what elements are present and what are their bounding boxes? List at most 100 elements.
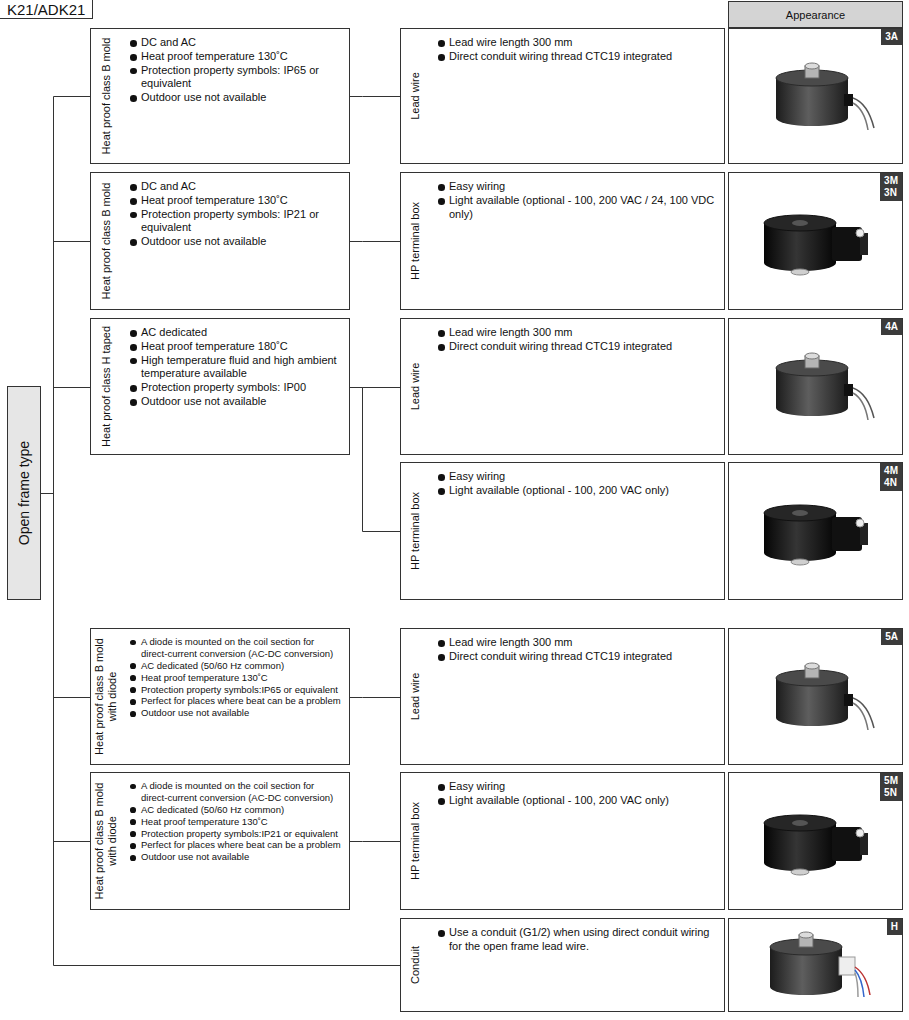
box-heading: Heat proof class B mold	[100, 183, 113, 300]
appearance-panel: 3A	[728, 28, 903, 164]
bullet-dot	[130, 855, 136, 861]
connector	[41, 97, 90, 494]
solenoid-coil-illustration	[764, 215, 868, 275]
bullet-text: Lead wire length 300 mm	[449, 636, 573, 648]
bullet-dot	[130, 784, 136, 790]
wiring-box: Lead wireLead wire length 300 mmDirect c…	[400, 318, 725, 455]
connector	[41, 388, 90, 494]
wiring-box: Lead wire Lead wire length 300 mm Direct c…	[400, 28, 725, 164]
bullet-dot	[438, 330, 445, 337]
appearance-panel: 5M 5N	[728, 772, 903, 910]
bullet-text: Use a conduit (G1/2) when using direct c…	[449, 926, 709, 952]
wiring-box: Lead wireLead wire length 300 mmDirect c…	[400, 628, 725, 765]
coil-type-box: Heat proof class B mold with diodeA diod…	[90, 772, 350, 910]
bullet-dot	[130, 385, 137, 392]
column-title: Appearance	[786, 9, 845, 21]
bullet-text: Outdoor use not available	[141, 235, 266, 247]
solenoid-coil-illustration	[764, 815, 868, 875]
bullet-text: Lead wire length 300 mm	[449, 36, 573, 48]
bullet-text: AC dedicated (50/60 Hz common)	[141, 660, 284, 671]
coil-type-box: Heat proof class H tapedAC dedicatedHeat…	[90, 318, 350, 455]
connector	[41, 494, 90, 698]
bullet-dot	[438, 184, 445, 191]
bullet-dot	[438, 40, 445, 47]
bullet-text: Easy wiring	[449, 780, 505, 792]
bullet-text: Heat proof temperature 130˚C	[141, 194, 288, 206]
bullet-dot	[438, 474, 445, 481]
series-title: K21/ADK21	[0, 0, 93, 19]
appearance-panel: 3M 3N	[728, 172, 903, 310]
box-heading: Lead wire	[409, 363, 422, 411]
box-heading: HP terminal box	[409, 802, 422, 880]
bullet-dot	[130, 675, 136, 681]
appearance-panel: 5A	[728, 628, 903, 765]
category-title: Open frame type	[16, 441, 32, 545]
appearance-panel: 4A	[728, 318, 903, 455]
box-heading: HP terminal box	[409, 492, 422, 570]
bullet-dot	[438, 654, 445, 661]
solenoid-coil-illustration	[776, 663, 874, 730]
connector	[350, 96, 400, 97]
wiring-box: HP terminal box Easy wiringLight availabl…	[400, 772, 725, 910]
connector	[41, 242, 90, 494]
appearance-panel: H	[728, 918, 903, 1012]
connector	[350, 841, 400, 842]
solenoid-coil-illustration	[776, 63, 874, 130]
bullet-text: Heat proof temperature 180˚C	[141, 340, 288, 352]
bullet-text: AC dedicated (50/60 Hz common)	[141, 804, 284, 815]
model-code: 3M 3N	[880, 173, 902, 201]
bullet-dot	[130, 819, 136, 825]
connector	[41, 494, 90, 842]
bullet-dot	[130, 40, 137, 47]
bullet-dot	[130, 663, 136, 669]
box-heading: Lead wire	[409, 72, 422, 120]
bullet-text: Light available (optional - 100, 200 VAC…	[449, 794, 669, 806]
wiring-box: HP terminal boxEasy wiringLight availabl…	[400, 172, 725, 310]
model-code: H	[887, 919, 902, 935]
solenoid-coil-illustration	[770, 932, 870, 997]
bullet-dot	[130, 239, 137, 246]
bullet-dot	[438, 54, 445, 61]
bullet-dot	[438, 798, 445, 805]
bullet-text: Light available (optional - 100, 200 VAC…	[449, 194, 714, 220]
bullet-text: High temperature fluid and high ambient …	[141, 354, 337, 380]
connector	[350, 388, 400, 532]
bullet-text: Easy wiring	[449, 180, 505, 192]
bullet-text: Heat proof temperature 130˚C	[141, 672, 268, 683]
bullet-text: Direct conduit wiring thread CTC19 integ…	[449, 650, 672, 662]
category-band: Open frame type	[7, 386, 41, 600]
bullet-dot	[130, 711, 136, 717]
bullet-text: Protection property symbols:IP21 or equi…	[141, 828, 338, 839]
model-code: 5A	[881, 629, 902, 645]
bullet-dot	[130, 344, 137, 351]
connector	[41, 494, 400, 966]
bullet-dot	[130, 640, 136, 646]
wiring-box: ConduitUse a conduit (G1/2) when using d…	[400, 918, 725, 1012]
bullet-text: Direct conduit wiring thread CTC19 integ…	[449, 50, 672, 62]
bullet-dot	[130, 843, 136, 849]
coil-type-box: Heat proof class B mold with diodeA diod…	[90, 628, 350, 765]
bullet-dot	[438, 640, 445, 647]
bullet-text: AC dedicated	[141, 326, 207, 338]
bullet-text: Heat proof temperature 130˚C	[141, 50, 288, 62]
bullet-text: Lead wire length 300 mm	[449, 326, 573, 338]
bullet-text: Protection property symbols: IP00	[141, 381, 306, 393]
column-header: Appearance	[728, 1, 903, 28]
bullet-dot	[438, 930, 445, 937]
bullet-text: Perfect for places where beat can be a p…	[141, 839, 341, 850]
solenoid-coil-illustration	[776, 353, 874, 420]
bullet-dot	[438, 784, 445, 791]
appearance-panel: 4M 4N	[728, 462, 903, 600]
bullet-dot	[130, 687, 136, 693]
bullet-dot	[130, 699, 136, 705]
box-heading: Heat proof class B mold	[100, 38, 113, 155]
bullet-text: Outdoor use not available	[141, 851, 249, 862]
bullet-dot	[130, 54, 137, 61]
connector	[350, 697, 400, 698]
solenoid-coil-illustration	[764, 505, 868, 565]
bullet-dot	[130, 184, 137, 191]
bullet-text: A diode is mounted on the coil section f…	[141, 780, 333, 803]
wiring-box: HP terminal boxEasy wiringLight availabl…	[400, 462, 725, 600]
model-code: 4A	[881, 319, 902, 335]
model-code: 4M 4N	[880, 463, 902, 491]
